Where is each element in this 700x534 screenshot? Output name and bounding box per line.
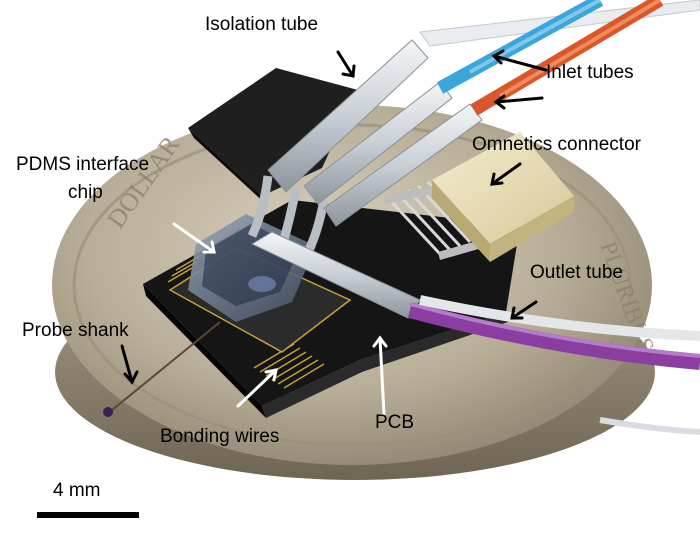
outlet-tube xyxy=(250,231,700,435)
label-omnetics-connector: Omnetics connector xyxy=(472,134,641,155)
arrow-omnetics xyxy=(490,162,522,186)
inlet-tube-red xyxy=(323,0,664,227)
arrow-outlet xyxy=(510,300,538,320)
label-pcb: PCB xyxy=(375,412,415,433)
arrow-inlet-top xyxy=(491,49,548,72)
annotation-arrows xyxy=(120,49,548,416)
scale-bar-label: 4 mm xyxy=(53,480,101,501)
omnetics-connector xyxy=(432,132,574,262)
label-outlet-tube: Outlet tube xyxy=(530,262,623,283)
arrow-probe-shank xyxy=(120,344,139,385)
scale-bar xyxy=(37,512,139,518)
arrow-pdms xyxy=(172,222,216,254)
arrow-pcb xyxy=(372,335,388,416)
label-pdms-chip-line1: PDMS interface xyxy=(16,154,150,175)
label-inlet-tubes: Inlet tubes xyxy=(546,62,634,83)
label-probe-shank: Probe shank xyxy=(22,320,129,341)
inlet-tube-blue xyxy=(303,0,604,205)
probe-shank xyxy=(103,321,221,417)
arrow-bonding-wires xyxy=(236,368,278,408)
arrow-isolation-tube xyxy=(336,50,356,78)
label-bonding-wires: Bonding wires xyxy=(160,426,280,447)
label-pdms-chip-line2: chip xyxy=(68,182,103,203)
label-isolation-tube: Isolation tube xyxy=(205,14,319,35)
arrow-inlet-bottom xyxy=(493,94,544,110)
